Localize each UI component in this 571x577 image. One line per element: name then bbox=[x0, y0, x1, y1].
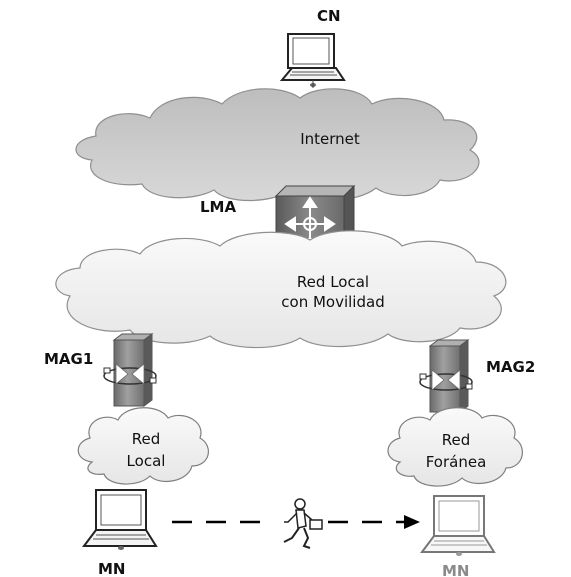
red-foranea-line2: Foránea bbox=[426, 453, 487, 471]
red-local-movilidad-cloud: Red Local con Movilidad bbox=[55, 230, 507, 349]
internet-cloud: Internet bbox=[75, 88, 480, 202]
mn-left-label: MN bbox=[98, 560, 125, 577]
mag1-router-icon bbox=[103, 333, 157, 407]
movement-arrow bbox=[172, 515, 420, 529]
red-local-line1: Red bbox=[132, 430, 161, 448]
red-foranea-cloud: Red Foránea bbox=[387, 407, 523, 487]
cn-laptop-icon bbox=[279, 33, 346, 88]
mn-laptop-icon bbox=[82, 489, 158, 550]
mn-right-label: MN bbox=[442, 562, 469, 577]
internet-label: Internet bbox=[300, 130, 360, 148]
mag2-label: MAG2 bbox=[486, 358, 535, 376]
mag2-router-icon bbox=[419, 339, 473, 413]
red-foranea-line1: Red bbox=[442, 431, 471, 449]
red-local-movilidad-line2: con Movilidad bbox=[281, 293, 384, 311]
mag1-label: MAG1 bbox=[44, 350, 93, 368]
red-local-movilidad-line1: Red Local bbox=[297, 273, 369, 291]
lma-label: LMA bbox=[200, 198, 236, 216]
red-local-cloud: Red Local bbox=[77, 407, 209, 485]
cn-label: CN bbox=[317, 7, 341, 25]
red-local-line2: Local bbox=[127, 452, 166, 470]
mn-moved-laptop-icon bbox=[420, 495, 496, 556]
walking-person-icon bbox=[283, 498, 323, 549]
